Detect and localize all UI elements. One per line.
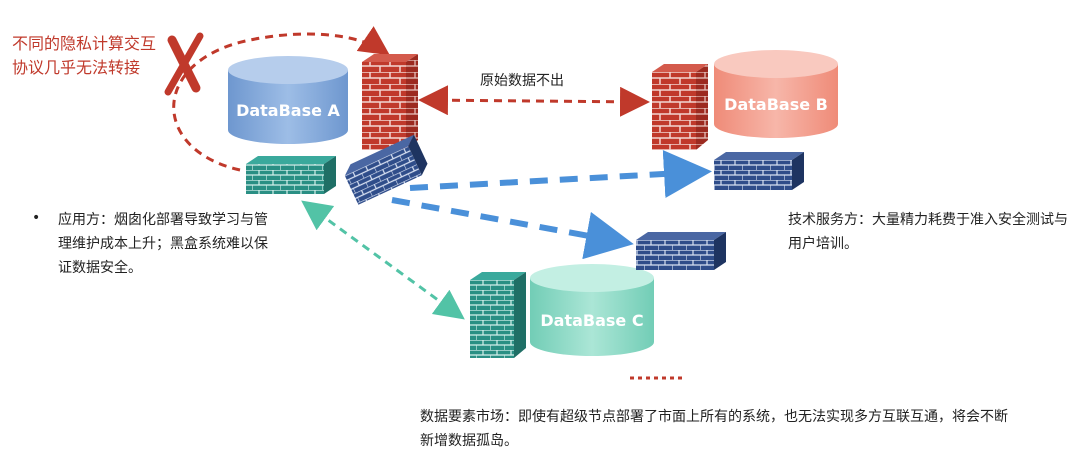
- bullet-marker: •: [32, 210, 41, 226]
- database-a: DataBase A: [228, 56, 348, 144]
- brick-firewall-icon: [362, 54, 418, 150]
- red-dashed-arrow: [418, 85, 650, 117]
- database-b: DataBase B: [714, 50, 838, 138]
- brick-firewall-icon: [344, 134, 428, 205]
- brick-firewall-icon: [636, 232, 726, 270]
- market-note: 数据要素市场：即使有超级节点部署了市面上所有的系统，也无法实现多方互联互通，将会…: [420, 409, 1008, 449]
- tech-service-note: 技术服务方：大量精力耗费于准入安全测试与用户培训。: [788, 212, 1068, 252]
- brick-firewall-icon: [470, 272, 526, 358]
- brick-firewall-icon: [246, 156, 336, 194]
- teal-dashed-arrow: [301, 200, 465, 320]
- brick-firewall-icon: [652, 64, 708, 150]
- red-loop-arrow: [172, 26, 390, 172]
- database-c: DataBase C: [530, 264, 654, 356]
- database-c-label: DataBase C: [540, 311, 643, 330]
- raw-data-label: 原始数据不出: [480, 73, 564, 89]
- user-side-note: 应用方：烟囱化部署导致学习与管理维护成本上升；黑盒系统难以保证数据安全。: [58, 212, 268, 276]
- red-x-mark: [164, 32, 204, 96]
- database-a-label: DataBase A: [236, 101, 340, 120]
- protocol-incompatibility-note: 不同的隐私计算交互协议几乎无法转接: [12, 34, 157, 77]
- blue-dashed-arrow: [409, 150, 712, 198]
- blue-dashed-arrow: [391, 197, 634, 260]
- database-b-label: DataBase B: [724, 95, 828, 114]
- brick-firewall-icon: [714, 152, 804, 190]
